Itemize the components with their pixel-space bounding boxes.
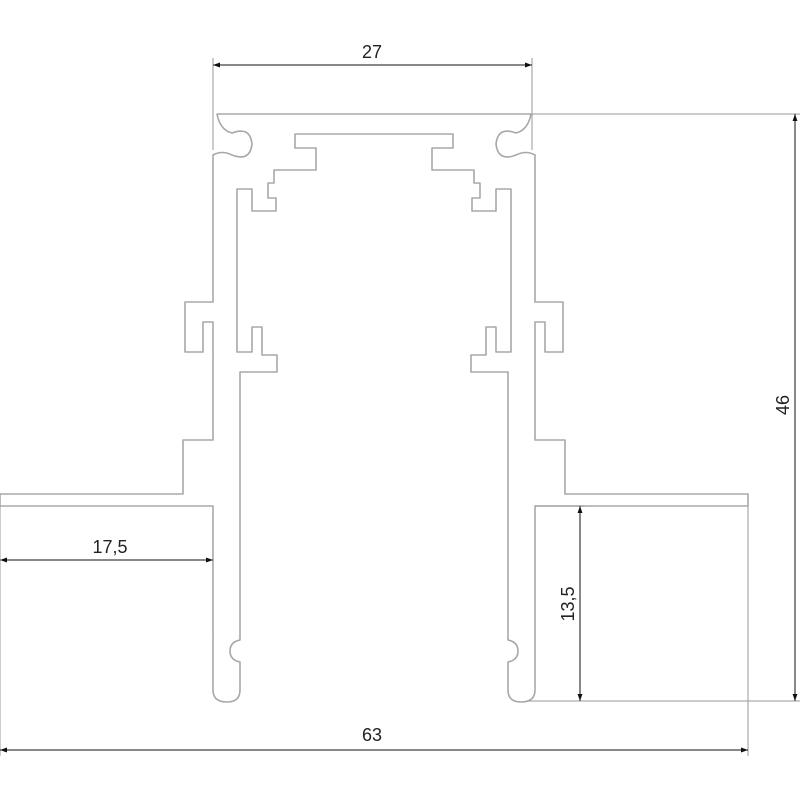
dimension-label-27: 27: [362, 42, 382, 62]
profile-outline: [0, 113, 749, 703]
dimension-label-63: 63: [362, 725, 382, 745]
dimension-label-13-5: 13,5: [558, 586, 578, 621]
profile-left-half: [0, 113, 374, 703]
dimension-label-17-5: 17,5: [92, 537, 127, 557]
dimension-total-height: 46: [527, 113, 800, 702]
dimension-top-width: 27: [212, 42, 533, 150]
dimension-total-width: 63: [0, 506, 749, 756]
dimension-leg-height: 13,5: [535, 505, 585, 701]
dimension-label-46: 46: [773, 395, 793, 415]
dimension-flange-width: 17,5: [0, 537, 213, 563]
